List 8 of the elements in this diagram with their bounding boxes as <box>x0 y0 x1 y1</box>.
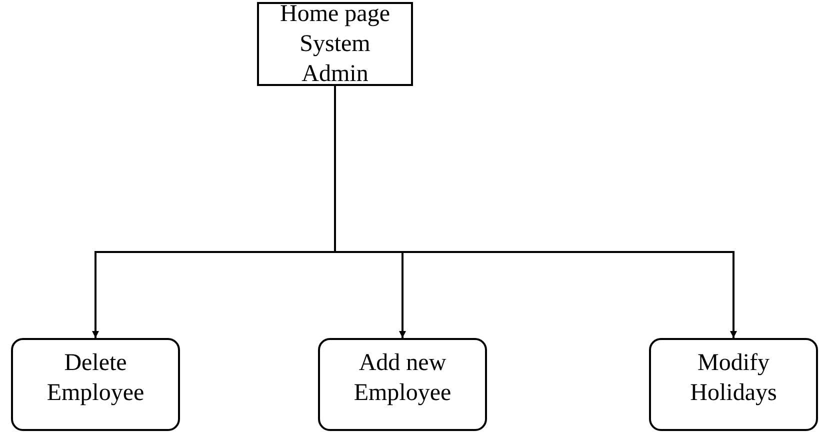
box-label: Add new Employee <box>352 348 452 408</box>
box-label: Delete Employee <box>46 348 146 408</box>
process-box <box>257 2 413 86</box>
rounded-box <box>649 338 818 431</box>
rounded-box <box>318 338 487 431</box>
rounded-box <box>11 338 180 431</box>
box-label: Modify Holidays <box>689 348 778 408</box>
box-label: Home page System Admin <box>279 0 391 89</box>
